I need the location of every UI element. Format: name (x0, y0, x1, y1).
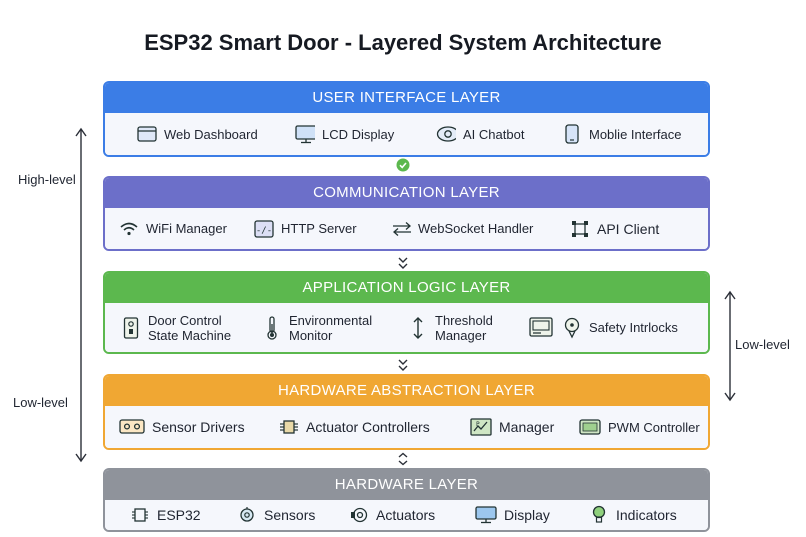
svg-text:P: P (476, 421, 480, 428)
low-level-label-left: Low-level (13, 395, 68, 410)
layer-title: HARDWARE ABSTRACTION LAYER (105, 376, 708, 406)
door-control-icon (121, 316, 141, 339)
item-label: Manager (499, 419, 555, 435)
pwm-controller-item: PWM Controller (579, 406, 700, 448)
item-label: WiFi Manager (146, 221, 227, 236)
wifi-manager-item: WiFi Manager (119, 208, 227, 249)
down-chevron-connector-icon (396, 256, 410, 270)
esp32-item: ESP32 (130, 500, 201, 530)
chip-icon (279, 417, 299, 437)
ai-chatbot-item: AI Chatbot (436, 113, 524, 155)
actuators-item: Actuators (349, 500, 435, 530)
chatbot-eye-icon (436, 124, 456, 144)
lcd-display-icon (295, 124, 315, 144)
item-label: WebSocket Handler (418, 221, 534, 236)
server-code-icon: -/- (254, 219, 274, 239)
left-level-arrow (75, 127, 87, 463)
down-chevron-connector-icon (396, 358, 410, 372)
svg-text:-/-: -/- (256, 226, 272, 236)
layer-title: APPLICATION LOGIC LAYER (105, 273, 708, 303)
item-label: Actuator Controllers (306, 419, 430, 435)
pwm-screen-icon (579, 417, 601, 437)
communication-layer: COMMUNICATION LAYER WiFi Manager -/- HTT… (103, 176, 710, 251)
actuator-controllers-item: Actuator Controllers (279, 406, 430, 448)
manager-chart-icon: P (470, 417, 492, 437)
diagram-title: ESP32 Smart Door - Layered System Archit… (144, 30, 662, 55)
item-label: Web Dashboard (164, 126, 258, 142)
bidirectional-arrows-icon (391, 219, 411, 239)
item-label: API Client (597, 220, 660, 237)
hardware-abstraction-layer: HARDWARE ABSTRACTION LAYER Sensor Driver… (103, 374, 710, 450)
item-label: Indicators (616, 507, 677, 523)
wifi-icon (119, 219, 139, 239)
low-level-label-right: Low-level (735, 337, 790, 352)
websocket-handler-item: WebSocket Handler (391, 208, 533, 249)
actuator-icon (349, 505, 369, 525)
up-down-connector-icon (396, 452, 410, 466)
item-label: ESP32 (157, 507, 201, 523)
layer-title: COMMUNICATION LAYER (105, 178, 708, 208)
indicators-item: Indicators (589, 500, 677, 530)
monitor-window-icon (137, 124, 157, 144)
manager-item: P Manager (470, 406, 554, 448)
display-icon (475, 505, 497, 525)
display-item: Display (475, 500, 550, 530)
item-label: AI Chatbot (463, 126, 525, 142)
item-label: Safety Intrlocks (589, 320, 678, 335)
api-nodes-icon (570, 219, 590, 239)
sensor-icon (237, 505, 257, 525)
item-label: Moblie Interface (589, 126, 682, 142)
vertical-arrows-icon (408, 316, 428, 339)
bulb-icon (589, 505, 609, 525)
right-level-arrow (724, 290, 736, 402)
web-dashboard-item: Web Dashboard (137, 113, 258, 155)
thermometer-icon (262, 315, 282, 340)
hardware-layer: HARDWARE LAYER ESP32 Sensors Actuators D… (103, 468, 710, 532)
mobile-interface-item: Moblie Interface (562, 113, 682, 155)
panel-item (529, 303, 553, 352)
item-label: HTTP Server (281, 221, 357, 236)
item-label: Display (504, 507, 550, 523)
item-label: Sensors (264, 507, 316, 523)
sensor-board-icon (119, 417, 145, 437)
safety-lock-icon (562, 317, 582, 338)
item-label: LCD Display (322, 126, 395, 142)
safety-interlocks-item: Safety Intrlocks (562, 303, 678, 352)
sensor-drivers-item: Sensor Drivers (119, 406, 245, 448)
high-level-label: High-level (18, 172, 76, 187)
api-client-item: API Client (570, 208, 659, 249)
item-label: Actuators (376, 507, 436, 523)
lcd-display-item: LCD Display (295, 113, 394, 155)
sensors-item: Sensors (237, 500, 315, 530)
layer-title: USER INTERFACE LAYER (105, 83, 708, 113)
http-server-item: -/- HTTP Server (254, 208, 357, 249)
microcontroller-icon (130, 505, 150, 525)
item-label: Sensor Drivers (152, 419, 245, 435)
check-connector-icon (396, 158, 410, 172)
layer-title: HARDWARE LAYER (105, 470, 708, 500)
panel-icon (529, 316, 553, 338)
mobile-phone-icon (562, 124, 582, 144)
item-label: PWM Controller (608, 419, 700, 435)
user-interface-layer: USER INTERFACE LAYER Web Dashboard LCD D… (103, 81, 710, 157)
